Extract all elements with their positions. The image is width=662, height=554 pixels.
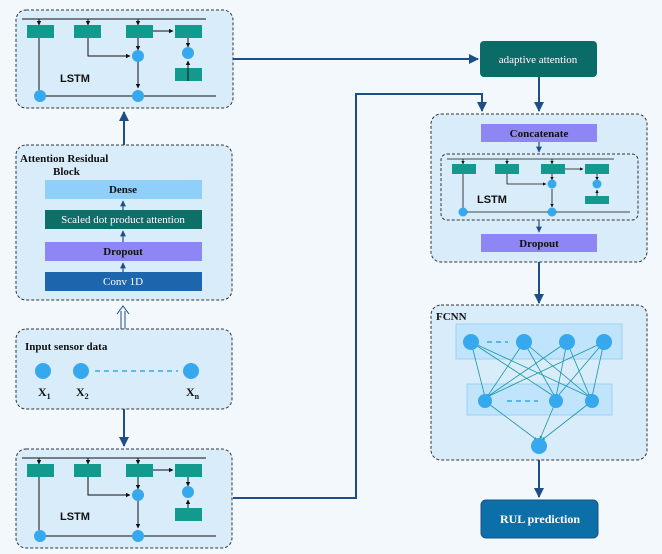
input-sensor-block: Input sensor data X1 X2 Xn — [15, 328, 233, 410]
sensor-label-x1: X1 — [38, 385, 51, 401]
concatenate-label: Concatenate — [510, 128, 569, 140]
input-title: Input sensor data — [25, 341, 108, 353]
attention-block-title: Attention Residual — [20, 153, 108, 165]
scaled-attention-label: Scaled dot product attention — [61, 214, 185, 226]
node — [132, 90, 144, 102]
lstm-block-bottom: LSTM — [15, 448, 233, 549]
fcnn-input-node — [516, 334, 532, 350]
fcnn-connections — [470, 341, 605, 441]
concatenate-layer — [481, 124, 597, 142]
sensor-node — [73, 363, 89, 379]
node — [34, 90, 46, 102]
lstm-cell — [175, 508, 202, 521]
lstm-cell — [74, 25, 101, 38]
fcnn-block: FCNN — [430, 304, 648, 461]
rul-prediction-box: RUL prediction — [480, 499, 599, 539]
adaptive-attention-box: adaptive attention — [480, 41, 597, 77]
conv1d-layer — [45, 272, 202, 291]
node — [547, 207, 557, 217]
right-dropout-layer — [481, 234, 597, 252]
conv1d-label: Conv 1D — [103, 276, 143, 288]
right-dropout-label: Dropout — [519, 238, 559, 250]
lstm-cell — [175, 25, 202, 38]
attention-residual-block: Attention Residual Block Dense Scaled do… — [15, 144, 233, 301]
dropout-label: Dropout — [103, 246, 143, 258]
lstm-cell — [585, 196, 609, 204]
node — [592, 179, 602, 189]
lstm-cell — [452, 164, 476, 174]
concat-lstm-block: Concatenate LSTM Dropout — [430, 113, 648, 263]
lstm-cell — [585, 164, 609, 174]
adaptive-attention-label: adaptive attention — [499, 54, 578, 66]
node — [132, 530, 144, 542]
dense-layer — [45, 180, 202, 199]
node — [132, 50, 144, 62]
lstm-block-top: LSTM — [15, 9, 234, 109]
sensor-label-x2: X2 — [76, 385, 89, 401]
lstm-label: LSTM — [477, 194, 507, 206]
input-to-attention-arrow — [116, 305, 130, 329]
lstm-cell — [27, 25, 54, 38]
fcnn-input-node — [596, 334, 612, 350]
fcnn-output-node — [531, 438, 547, 454]
attention-block-title-line2: Block — [53, 166, 81, 178]
node — [182, 47, 194, 59]
dropout-layer — [45, 242, 202, 261]
dense-label: Dense — [109, 184, 137, 196]
fcnn-title: FCNN — [436, 311, 467, 323]
sensor-node — [35, 363, 51, 379]
lstm-label: LSTM — [60, 73, 90, 85]
sensor-node — [183, 363, 199, 379]
scaled-attention-layer — [45, 210, 202, 229]
bottom-lstm-to-right-arrow — [233, 93, 487, 499]
node — [458, 207, 468, 217]
lstm-cell — [175, 464, 202, 477]
lstm-cell — [495, 164, 519, 174]
lstm-label: LSTM — [60, 511, 90, 523]
rul-prediction-label: RUL prediction — [500, 512, 580, 526]
fcnn-input-node — [559, 334, 575, 350]
node — [547, 179, 557, 189]
node — [132, 489, 144, 501]
lstm-cell — [27, 464, 54, 477]
fcnn-hidden-node — [549, 394, 563, 408]
fcnn-hidden-node — [585, 394, 599, 408]
sensor-label-xn: Xn — [186, 385, 200, 401]
lstm-cell — [126, 25, 153, 38]
node — [34, 530, 46, 542]
lstm-cell — [74, 464, 101, 477]
lstm-cell — [126, 464, 153, 477]
node — [182, 486, 194, 498]
fcnn-input-node — [463, 334, 479, 350]
lstm-cell — [541, 164, 565, 174]
fcnn-hidden-node — [478, 394, 492, 408]
